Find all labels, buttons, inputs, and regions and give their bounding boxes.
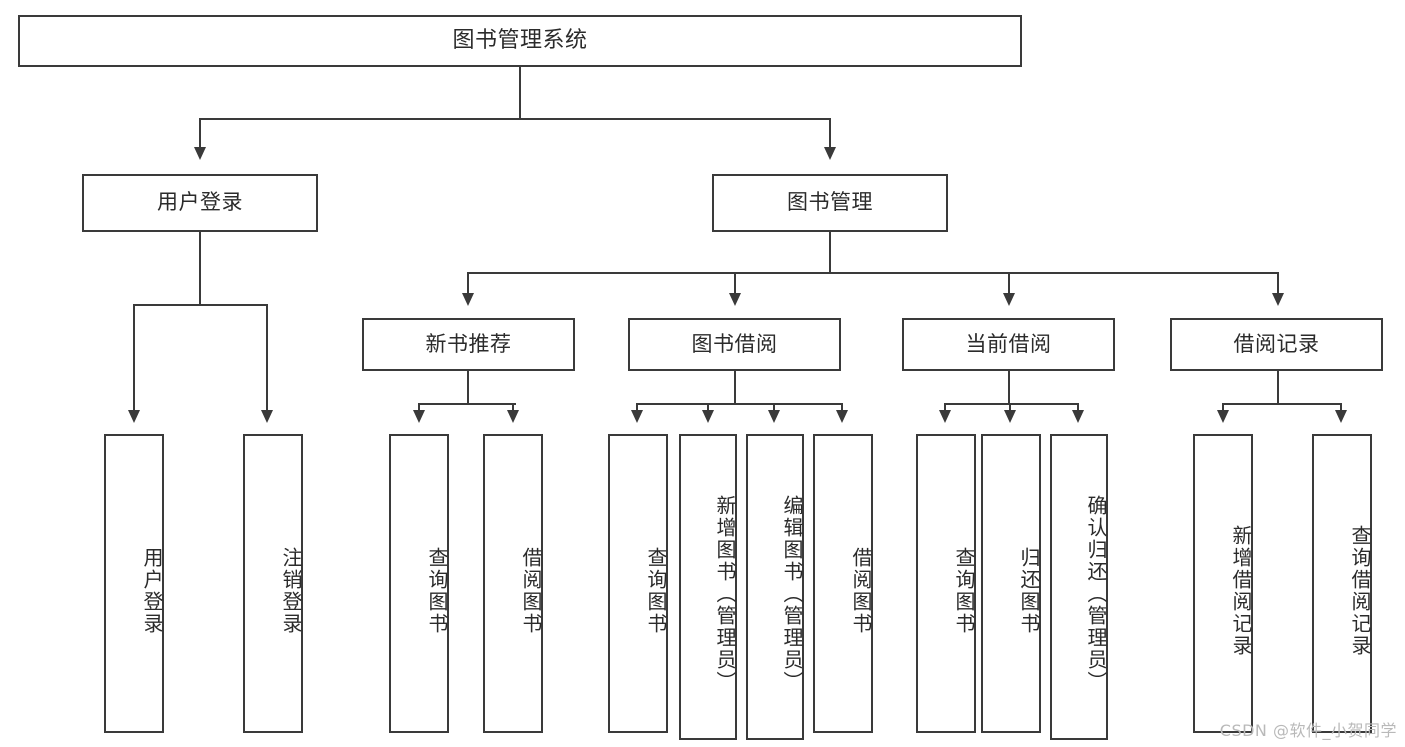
- node-leaf-logout-login[interactable]: 注销登录: [243, 434, 303, 733]
- node-label: 借阅记录: [1233, 331, 1320, 356]
- edge-book-borrow-bus: [636, 403, 843, 405]
- node-leaf-edit-book-admin[interactable]: 编辑图书（管理员）: [746, 434, 804, 740]
- edge-to-user-login: [199, 118, 201, 150]
- node-leaf-add-book-admin[interactable]: 新增图书（管理员）: [679, 434, 737, 740]
- arrow-to-book-borrow: [729, 293, 741, 306]
- edge-borrow-record-stem: [1277, 371, 1279, 404]
- edge-new-book-rec-stem: [467, 371, 469, 404]
- node-leaf-add-borrow-record[interactable]: 新增借阅记录: [1193, 434, 1253, 733]
- node-leaf-query-borrow-record[interactable]: 查询借阅记录: [1312, 434, 1372, 733]
- node-label: 图书管理系统: [452, 27, 588, 53]
- node-leaf-user-login[interactable]: 用户登录: [104, 434, 164, 733]
- edge-borrow-record-branch-2: [1340, 403, 1342, 413]
- node-label: 新书推荐: [425, 331, 512, 356]
- arrow-leaf-query-borrow-record: [1335, 410, 1347, 423]
- arrow-to-borrow-record: [1272, 293, 1284, 306]
- node-borrow-record[interactable]: 借阅记录: [1170, 318, 1383, 371]
- node-label: 编辑图书（管理员）: [780, 495, 804, 693]
- node-root-system[interactable]: 图书管理系统: [18, 15, 1022, 67]
- arrow-leaf-query-book-2: [631, 410, 643, 423]
- node-leaf-borrow-book-2[interactable]: 借阅图书: [813, 434, 873, 733]
- arrow-to-current-borrow: [1003, 293, 1015, 306]
- edge-current-borrow-branch-2: [1009, 403, 1011, 413]
- arrow-leaf-borrow-book-1: [507, 410, 519, 423]
- node-label: 查询图书: [952, 546, 976, 635]
- node-leaf-query-book-2[interactable]: 查询图书: [608, 434, 668, 733]
- arrow-to-book-manage: [824, 147, 836, 160]
- edge-borrow-record-bus: [1222, 403, 1342, 405]
- node-leaf-confirm-return-admin[interactable]: 确认归还（管理员）: [1050, 434, 1108, 740]
- node-current-borrow[interactable]: 当前借阅: [902, 318, 1115, 371]
- edge-current-borrow-bus: [944, 403, 1078, 405]
- arrow-leaf-query-book-1: [413, 410, 425, 423]
- node-label: 借阅图书: [849, 546, 873, 635]
- edge-to-book-borrow: [734, 272, 736, 297]
- node-label: 图书借阅: [691, 331, 778, 356]
- node-label: 当前借阅: [965, 331, 1052, 356]
- node-label: 确认归还（管理员）: [1084, 495, 1108, 693]
- arrow-leaf-edit-book-admin: [768, 410, 780, 423]
- edge-current-borrow-branch-1: [944, 403, 946, 413]
- csdn-watermark: CSDN @软件_小贺同学: [1219, 721, 1397, 740]
- node-leaf-borrow-book-1[interactable]: 借阅图书: [483, 434, 543, 733]
- edge-borrow-record-branch-1: [1222, 403, 1224, 413]
- edge-to-new-book-rec: [467, 272, 469, 297]
- edge-book-manage-stem: [829, 232, 831, 273]
- node-label: 新增借阅记录: [1229, 524, 1253, 657]
- edge-new-book-rec-branch-2: [512, 403, 514, 413]
- node-label: 图书管理: [787, 190, 873, 215]
- edge-to-book-manage: [829, 118, 831, 150]
- node-leaf-query-book-3[interactable]: 查询图书: [916, 434, 976, 733]
- edge-user-login-stem: [199, 232, 201, 305]
- node-label: 查询图书: [644, 546, 668, 635]
- arrow-leaf-add-borrow-record: [1217, 410, 1229, 423]
- node-book-manage[interactable]: 图书管理: [712, 174, 948, 232]
- edge-book-borrow-branch-4: [841, 403, 843, 413]
- node-leaf-return-book[interactable]: 归还图书: [981, 434, 1041, 733]
- node-label: 用户登录: [157, 190, 243, 215]
- edge-new-book-rec-bus: [418, 403, 516, 405]
- edge-book-borrow-branch-3: [773, 403, 775, 413]
- edge-user-login-bus: [133, 304, 267, 306]
- node-label: 查询图书: [425, 546, 449, 635]
- node-label: 用户登录: [140, 546, 164, 635]
- arrow-leaf-confirm-return-admin: [1072, 410, 1084, 423]
- edge-book-borrow-stem: [734, 371, 736, 404]
- edge-level2-bus: [199, 118, 831, 120]
- edge-book-borrow-branch-2: [707, 403, 709, 413]
- edge-user-login-branch-1: [133, 304, 135, 413]
- arrow-to-new-book-rec: [462, 293, 474, 306]
- node-user-login[interactable]: 用户登录: [82, 174, 318, 232]
- edge-level3-bus: [467, 272, 1279, 274]
- edge-to-current-borrow: [1008, 272, 1010, 297]
- arrow-leaf-logout-login: [261, 410, 273, 423]
- edge-root-stem: [519, 67, 521, 118]
- node-leaf-query-book-1[interactable]: 查询图书: [389, 434, 449, 733]
- node-label: 注销登录: [279, 546, 303, 635]
- edge-new-book-rec-branch-1: [418, 403, 420, 413]
- arrow-leaf-borrow-book-2: [836, 410, 848, 423]
- arrow-leaf-user-login: [128, 410, 140, 423]
- edge-book-borrow-branch-1: [636, 403, 638, 413]
- node-label: 查询借阅记录: [1348, 524, 1372, 657]
- arrow-leaf-add-book-admin: [702, 410, 714, 423]
- node-book-borrow[interactable]: 图书借阅: [628, 318, 841, 371]
- edge-current-borrow-branch-3: [1077, 403, 1079, 413]
- edge-to-borrow-record: [1277, 272, 1279, 297]
- node-label: 归还图书: [1017, 546, 1041, 635]
- node-label: 新增图书（管理员）: [713, 495, 737, 693]
- arrow-to-user-login: [194, 147, 206, 160]
- node-label: 借阅图书: [519, 546, 543, 635]
- arrow-leaf-return-book: [1004, 410, 1016, 423]
- node-new-book-rec[interactable]: 新书推荐: [362, 318, 575, 371]
- edge-user-login-branch-2: [266, 304, 268, 413]
- arrow-leaf-query-book-3: [939, 410, 951, 423]
- edge-current-borrow-stem: [1008, 371, 1010, 404]
